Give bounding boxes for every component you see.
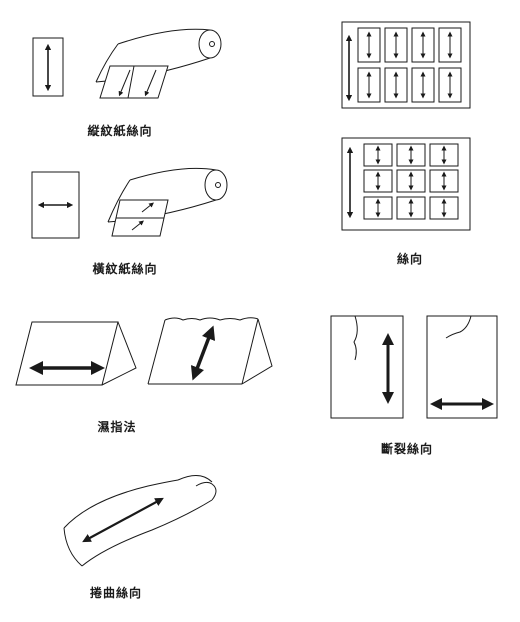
horizontal-grain-roll <box>107 167 228 237</box>
wet-finger-tent-left <box>15 321 137 386</box>
vertical-grain-sheet <box>32 37 64 97</box>
vertical-grain-figure <box>32 28 222 99</box>
vertical-grain-roll <box>95 28 222 99</box>
horizontal-grain-figure <box>31 167 228 239</box>
tear-test-sheet-vertical <box>330 315 404 419</box>
caption-vertical-grain: 縦紋紙絲向 <box>87 124 153 138</box>
curl-test-figure <box>63 475 217 567</box>
caption-sheet-grain: 絲向 <box>396 252 424 266</box>
sheet-grain-grid-1 <box>341 21 471 109</box>
tear-test-sheet-horizontal <box>426 315 498 419</box>
sheet-grain-grid-2 <box>341 137 471 231</box>
caption-horizontal-grain: 橫紋紙絲向 <box>92 262 158 276</box>
caption-tear-test: 斷裂絲向 <box>380 442 434 456</box>
horizontal-grain-sheet <box>31 171 80 239</box>
caption-wet-finger: 濕指法 <box>97 420 137 434</box>
caption-curl-test: 捲曲絲向 <box>89 586 143 600</box>
wet-finger-tent-right <box>147 317 273 385</box>
